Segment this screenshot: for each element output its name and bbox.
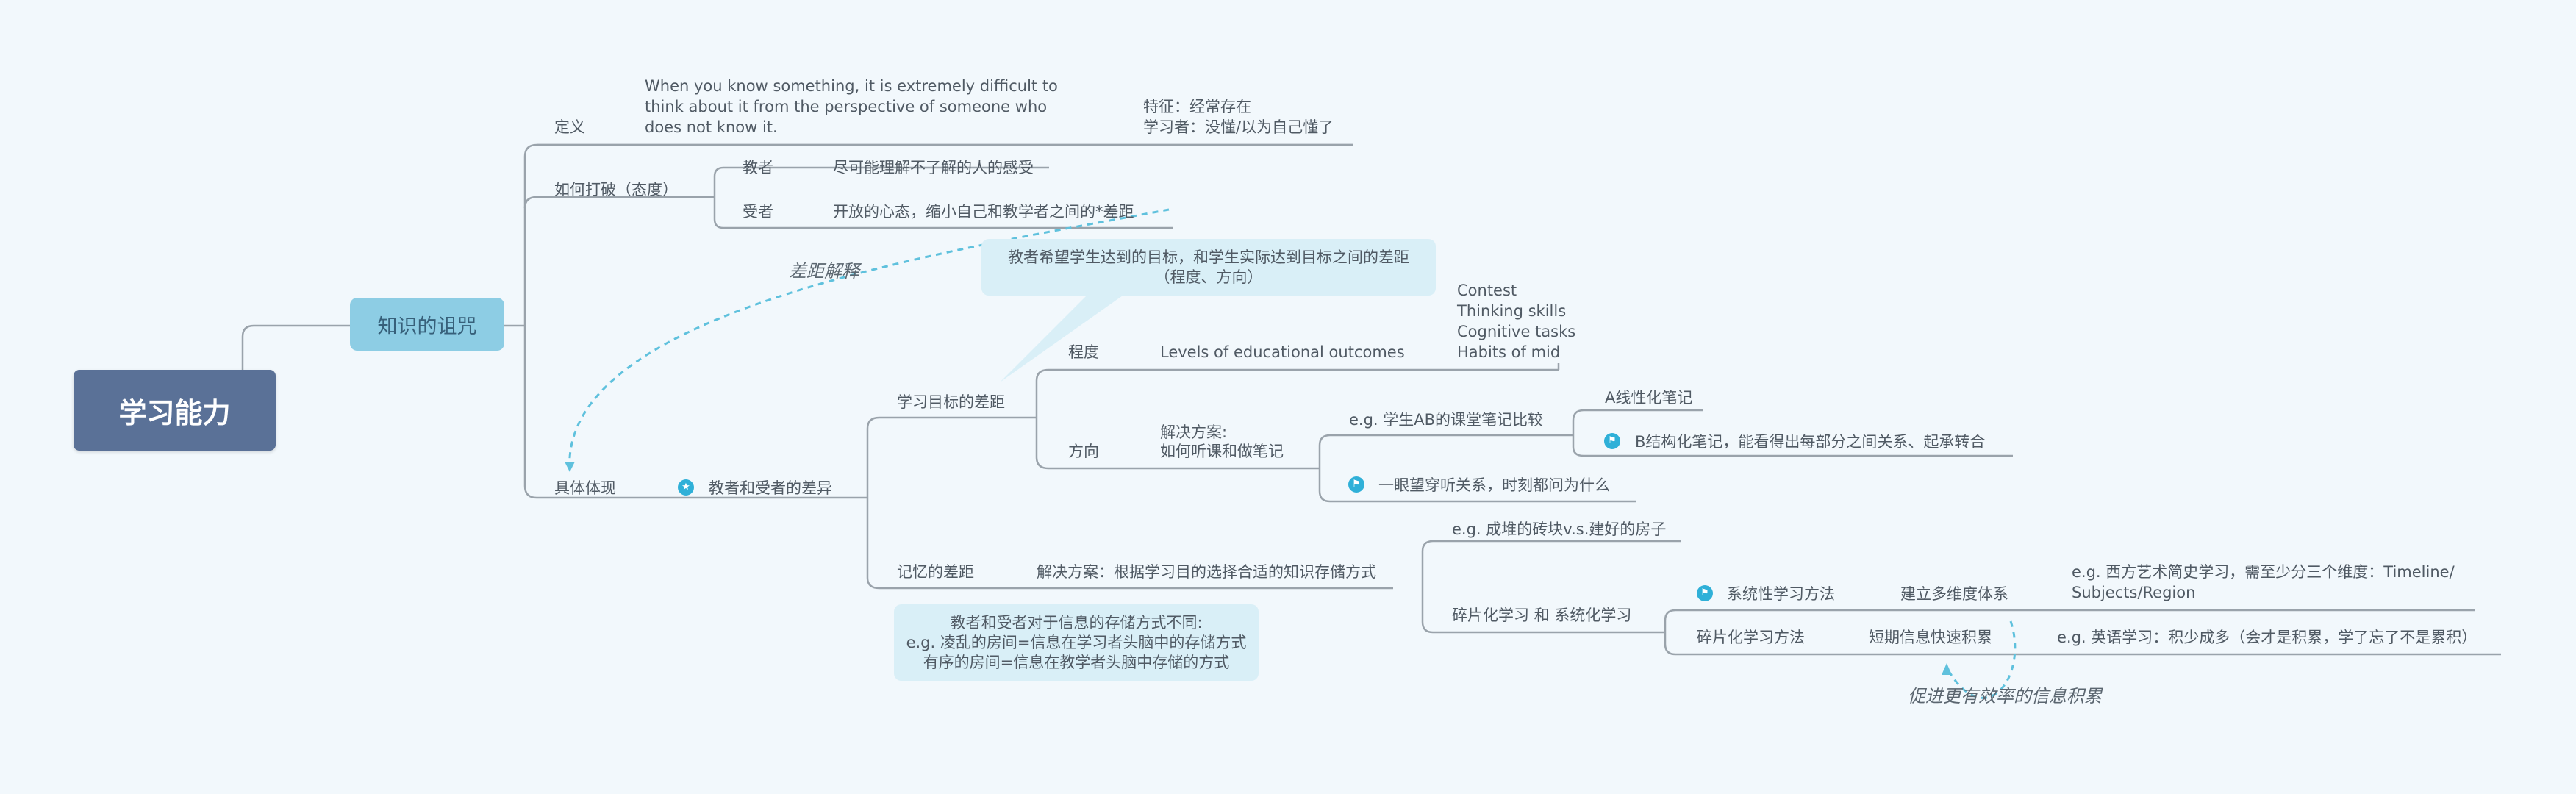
direction-solution-title[interactable]: 解决方案: — [1160, 423, 1228, 441]
learner-label[interactable]: 受者 — [743, 203, 773, 221]
definition-learner[interactable]: 学习者：没懂/以为自己懂了 — [1143, 118, 1334, 136]
glance-relationship[interactable]: 一眼望穿听关系，时刻都问为什么 — [1378, 476, 1610, 494]
flag-marker-icon: ⚑ — [1348, 476, 1364, 493]
relationship-label-gap[interactable]: 差距解释 — [789, 261, 859, 282]
topic-direction[interactable]: 方向 — [1068, 443, 1099, 460]
memory-solution[interactable]: 解决方案：根据学习目的选择合适的知识存储方式 — [1037, 563, 1376, 581]
main-topic[interactable]: 知识的诅咒 — [350, 298, 504, 351]
callout-memory-line: 教者和受者对于信息的存储方式不同: — [950, 613, 1203, 632]
relationship-label-efficiency[interactable]: 促进更有效率的信息积累 — [1908, 686, 2102, 707]
flag-marker-icon: ⚑ — [1604, 433, 1620, 449]
topic-how-to-break[interactable]: 如何打破（态度） — [554, 181, 678, 198]
callout-gap-explanation[interactable]: 教者希望学生达到的目标，和学生实际达到目标之间的差距（程度、方向） — [981, 239, 1436, 296]
topic-memory-gap[interactable]: 记忆的差距 — [897, 563, 974, 581]
topic-goal-gap[interactable]: 学习目标的差距 — [897, 393, 1005, 411]
direction-solution-text[interactable]: 如何听课和做笔记 — [1160, 443, 1284, 460]
note-b-structured[interactable]: B结构化笔记，能看得出每部分之间关系、起承转合 — [1635, 433, 1986, 451]
topic-definition[interactable]: 定义 — [554, 118, 585, 136]
example-notes-compare[interactable]: e.g. 学生AB的课堂笔记比较 — [1349, 411, 1544, 429]
fragmented-method[interactable]: 碎片化学习方法 — [1697, 629, 1805, 646]
outcome-item[interactable]: Thinking skills — [1457, 302, 1567, 320]
flag-marker-icon: ⚑ — [1697, 585, 1713, 601]
topic-manifestation[interactable]: 具体体现 — [554, 479, 616, 497]
example-bricks-house[interactable]: e.g. 成堆的砖块v.s.建好的房子 — [1452, 521, 1667, 538]
topic-degree[interactable]: 程度 — [1068, 343, 1099, 361]
outcome-item[interactable]: Habits of mid — [1457, 343, 1561, 361]
definition-feature[interactable]: 特征：经常存在 — [1143, 98, 1251, 115]
definition-text[interactable]: When you know something, it is extremely… — [645, 77, 1058, 136]
callout-gap-text: 教者希望学生达到的目标，和学生实际达到目标之间的差距（程度、方向） — [1008, 248, 1409, 286]
topic-teacher-learner-difference[interactable]: 教者和受者的差异 — [709, 479, 832, 497]
callout-memory-storage[interactable]: 教者和受者对于信息的存储方式不同: e.g. 凌乱的房间=信息在学习者头脑中的存… — [894, 604, 1259, 681]
teacher-label[interactable]: 教者 — [743, 159, 773, 176]
note-a-linear[interactable]: A线性化笔记 — [1605, 389, 1693, 407]
fragmented-build[interactable]: 短期信息快速积累 — [1869, 629, 1992, 646]
learner-text[interactable]: 开放的心态，缩小自己和教学者之间的*差距 — [833, 203, 1134, 221]
root-topic[interactable]: 学习能力 — [74, 370, 276, 451]
systematic-method[interactable]: 系统性学习方法 — [1727, 585, 1835, 603]
teacher-text[interactable]: 尽可能理解不了解的人的感受 — [833, 159, 1034, 176]
degree-text[interactable]: Levels of educational outcomes — [1160, 343, 1405, 361]
outcome-item[interactable]: Cognitive tasks — [1457, 323, 1576, 340]
fragmented-example[interactable]: e.g. 英语学习：积少成多（会才是积累，学了忘了不是累积） — [2057, 629, 2477, 646]
systematic-build[interactable]: 建立多维度体系 — [1900, 585, 2008, 603]
callout-memory-line: 有序的房间=信息在教学者头脑中存储的方式 — [923, 653, 1230, 671]
outcome-item[interactable]: Contest — [1457, 282, 1517, 299]
callout-memory-line: e.g. 凌乱的房间=信息在学习者头脑中的存储方式 — [906, 633, 1247, 651]
star-marker-icon: ★ — [678, 479, 694, 496]
topic-fragmented-vs-systematic[interactable]: 碎片化学习 和 系统化学习 — [1452, 607, 1632, 624]
systematic-example[interactable]: e.g. 西方艺术简史学习，需至少分三个维度：Timeline/ Subject… — [2072, 563, 2455, 601]
